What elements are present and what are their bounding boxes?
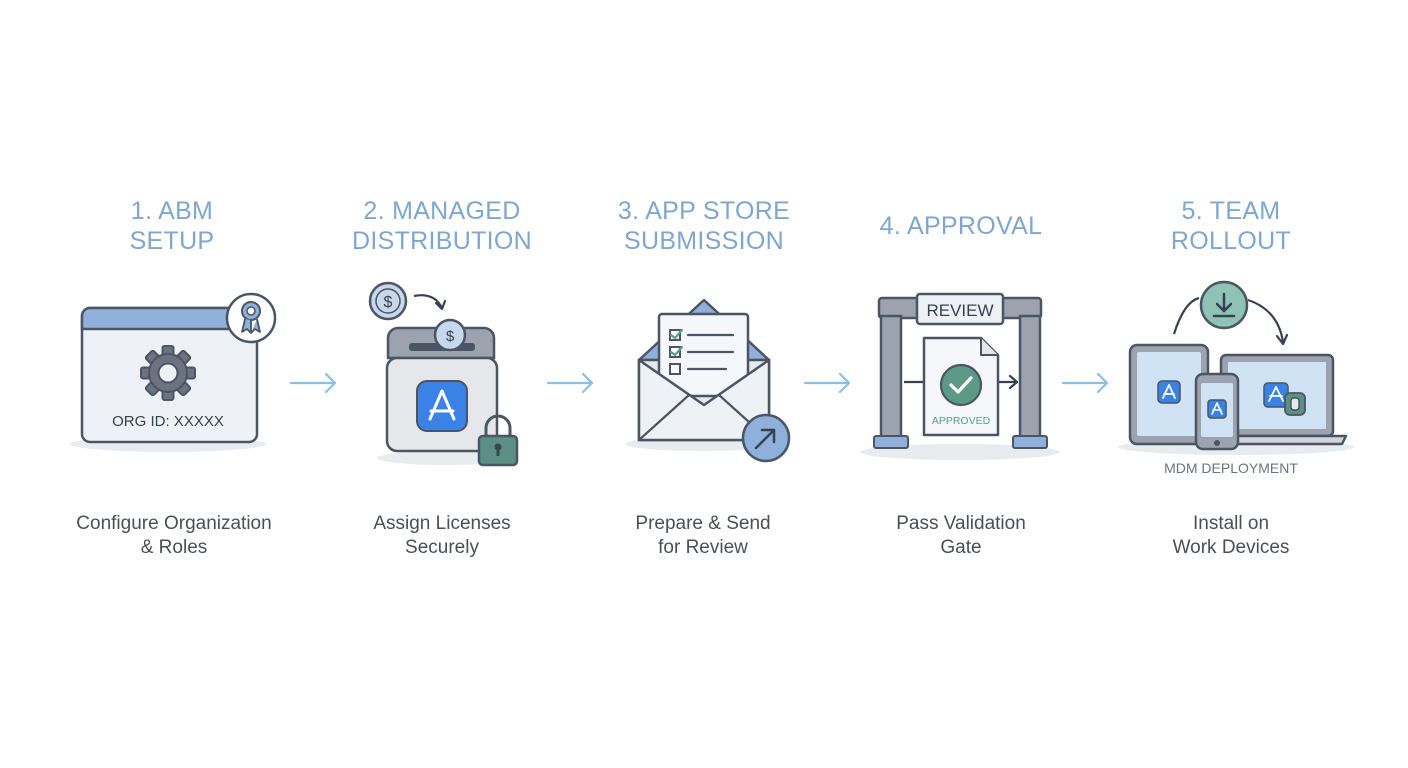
checklist-icon (657, 312, 750, 398)
send-arrow-icon (741, 413, 791, 463)
tablet-icon (1128, 343, 1210, 446)
pass-through-arrow (904, 374, 1019, 390)
step-2-title: 2. MANAGED DISTRIBUTION (352, 197, 532, 255)
step-3-caption: Prepare & Send for Review (635, 513, 771, 558)
dollar-coin-icon: $ (368, 281, 447, 321)
download-icon (1172, 280, 1289, 346)
app-store-icon (416, 380, 468, 432)
step-4-caption: Pass Validation Gate (896, 513, 1026, 558)
phone-icon (1194, 372, 1240, 451)
license-box-icon: $ (385, 318, 499, 453)
approved-stamp: APPROVED (932, 415, 991, 427)
step-5-caption: Install on Work Devices (1172, 513, 1290, 558)
right-arrow-icon (1061, 372, 1109, 394)
award-badge-icon (225, 292, 277, 344)
step-1-caption: Configure Organization & Roles (76, 513, 272, 558)
gate-icon (873, 292, 1048, 449)
gear-icon (140, 345, 196, 401)
right-arrow-icon (803, 372, 851, 394)
checkmark-icon (939, 363, 983, 407)
step-3-title: 3. APP STORE SUBMISSION (617, 197, 791, 255)
svg-text:$: $ (384, 294, 393, 311)
laptop-icon (1208, 353, 1348, 446)
padlock-icon (477, 414, 519, 467)
org-id-label: ORG ID: XXXXX (112, 413, 224, 430)
right-arrow-icon (546, 372, 594, 394)
svg-text:$: $ (446, 328, 455, 345)
step-5-title: 5. TEAM ROLLOUT (1170, 197, 1292, 255)
step-2-caption: Assign Licenses Securely (373, 513, 511, 558)
review-sign: REVIEW (926, 301, 993, 320)
step-4-title: 4. APPROVAL (879, 212, 1043, 240)
mdm-deployment-label: MDM DEPLOYMENT (1164, 460, 1298, 476)
right-arrow-icon (289, 372, 337, 394)
step-1-title: 1. ABM SETUP (129, 197, 215, 255)
